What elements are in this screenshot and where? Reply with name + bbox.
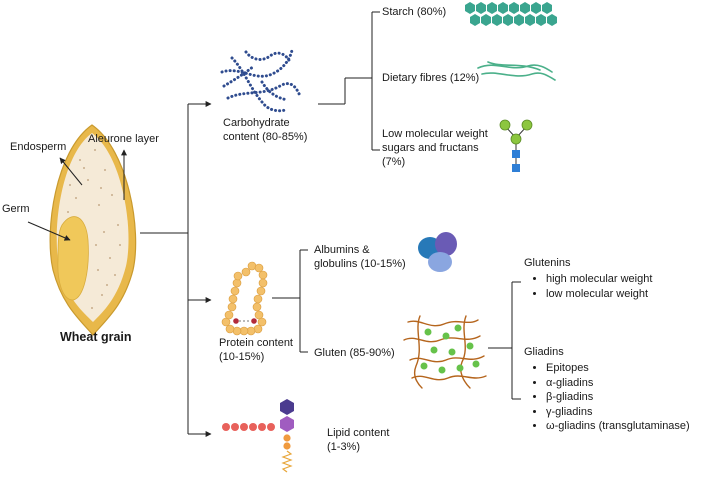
starch-chain-icon (465, 2, 557, 26)
gliadins-list: Epitopes α-gliadins β-gliadins γ-gliadin… (524, 361, 690, 434)
list-item: high molecular weight (546, 272, 652, 287)
glutenins-block: Glutenins high molecular weight low mole… (524, 256, 652, 301)
lipid-molecule-icon (222, 399, 294, 473)
albumin-globulin-icon (418, 232, 457, 272)
carbohydrate-content-label: Carbohydrate content (80-85%) (223, 117, 308, 143)
protein-bead-icon (221, 261, 268, 336)
gluten-network-icon (403, 315, 487, 389)
sugar-chain-icon (499, 119, 533, 172)
endosperm-speckles (67, 149, 121, 309)
list-item: low molecular weight (546, 287, 652, 302)
gluten-label: Gluten (85-90%) (314, 347, 395, 359)
starch-label: Starch (80%) (382, 6, 447, 18)
carbohydrate-connectors (318, 11, 380, 151)
list-item: β-gliadins (546, 390, 690, 405)
list-item: ω-gliadins (transglutaminase) (546, 419, 690, 434)
endosperm-pointer (59, 157, 83, 186)
list-item: α-gliadins (546, 376, 690, 391)
wheat-grain-title: Wheat grain (60, 330, 132, 344)
gliadins-title: Gliadins (524, 346, 564, 358)
aleurone-layer-label: Aleurone layer (88, 133, 159, 145)
dietary-fibres-label: Dietary fibres (12%) (382, 72, 480, 84)
germ-label: Germ (2, 203, 30, 215)
fibre-strands-icon (477, 61, 556, 81)
endosperm-label: Endosperm (10, 141, 67, 153)
list-item: γ-gliadins (546, 405, 690, 420)
protein-content-label: Protein content (10-15%) (219, 337, 293, 363)
glutenins-title: Glutenins (524, 257, 571, 269)
carbohydrate-network-icon (220, 48, 302, 113)
low-molecular-sugars-label: Low molecular weight sugars and fructans… (382, 128, 488, 168)
lipid-content-label: Lipid content (1-3%) (327, 427, 390, 453)
germ-pointer (27, 221, 71, 241)
glutenins-list: high molecular weight low molecular weig… (524, 272, 652, 301)
wheat-grain-illustration (49, 124, 137, 336)
albumins-globulins-label: Albumins & globulins (10-15%) (314, 244, 406, 270)
list-item: Epitopes (546, 361, 690, 376)
protein-connectors (272, 249, 521, 400)
gliadins-block: Gliadins Epitopes α-gliadins β-gliadins … (524, 345, 690, 434)
main-connectors (140, 101, 212, 437)
